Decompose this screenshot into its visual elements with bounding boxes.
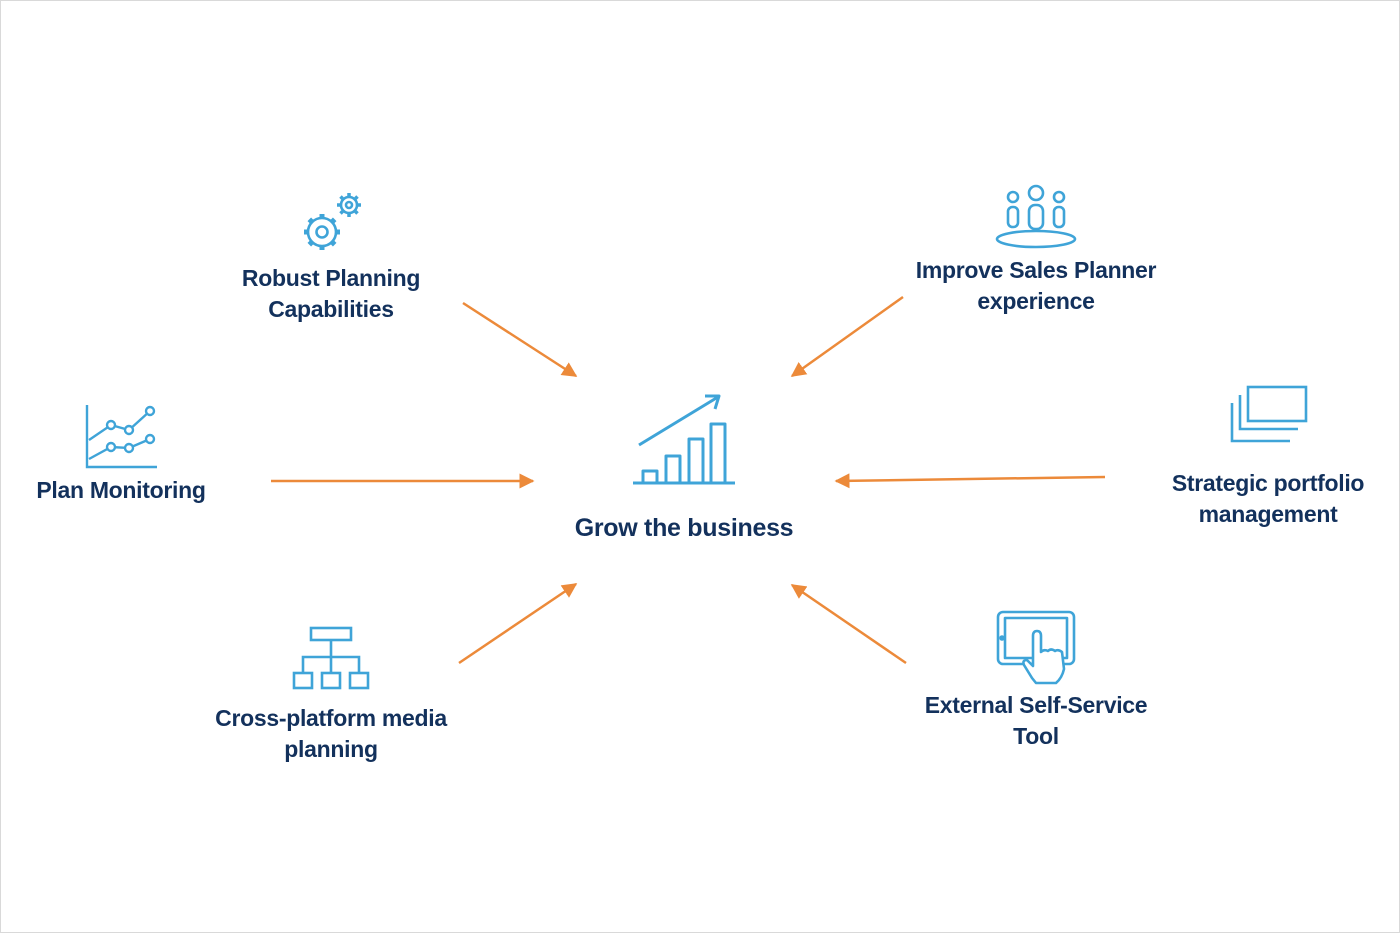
robust-planning-label: Robust Planning Capabilities: [201, 263, 461, 325]
line-graph-icon: [85, 405, 157, 469]
external-self-service-line-1: External Self-Service: [924, 692, 1148, 718]
improve-sales-planner-line-1: Improve Sales Planner: [915, 257, 1157, 283]
arrow-strategic-portfolio: [834, 473, 1106, 489]
gears-icon: [304, 193, 361, 250]
node-strategic-portfolio: Strategic portfolio management: [1148, 384, 1388, 530]
center-node: Grow the business: [554, 391, 814, 544]
node-plan-monitoring: Plan Monitoring: [21, 403, 221, 506]
arrow-external-self-service: [790, 583, 907, 665]
arrow-robust-planning: [462, 301, 578, 378]
tablet-touch-icon: [996, 610, 1076, 685]
strategic-portfolio-line-1: Strategic portfolio: [1171, 470, 1365, 496]
plan-monitoring-label: Plan Monitoring: [21, 475, 221, 506]
strategic-portfolio-label: Strategic portfolio management: [1148, 468, 1388, 530]
cross-platform-media-label: Cross-platform media planning: [196, 703, 466, 765]
hierarchy-icon: [292, 626, 370, 690]
cross-platform-media-line-1: Cross-platform media: [215, 705, 447, 731]
team-people-icon: [995, 184, 1077, 249]
center-label-text: Grow the business: [574, 514, 794, 542]
arrow-improve-sales-planner: [790, 295, 904, 378]
stacked-windows-icon: [1230, 385, 1308, 443]
node-external-self-service: External Self-Service Tool: [901, 609, 1171, 752]
improve-sales-planner-line-2: experience: [977, 288, 1095, 314]
external-self-service-label: External Self-Service Tool: [901, 690, 1171, 752]
robust-planning-line-1: Robust Planning: [241, 265, 421, 291]
node-robust-planning: Robust Planning Capabilities: [201, 189, 461, 325]
improve-sales-planner-label: Improve Sales Planner experience: [896, 255, 1176, 317]
robust-planning-line-2: Capabilities: [268, 296, 394, 322]
center-label: Grow the business: [554, 513, 814, 544]
node-cross-platform-media: Cross-platform media planning: [196, 625, 466, 765]
strategic-portfolio-line-2: management: [1198, 501, 1338, 527]
plan-monitoring-line-1: Plan Monitoring: [36, 477, 206, 503]
growth-bar-chart-icon: [633, 394, 735, 485]
node-improve-sales-planner: Improve Sales Planner experience: [896, 184, 1176, 317]
external-self-service-line-2: Tool: [1013, 723, 1059, 749]
arrow-cross-platform-media: [458, 582, 578, 665]
cross-platform-media-line-2: planning: [284, 736, 378, 762]
